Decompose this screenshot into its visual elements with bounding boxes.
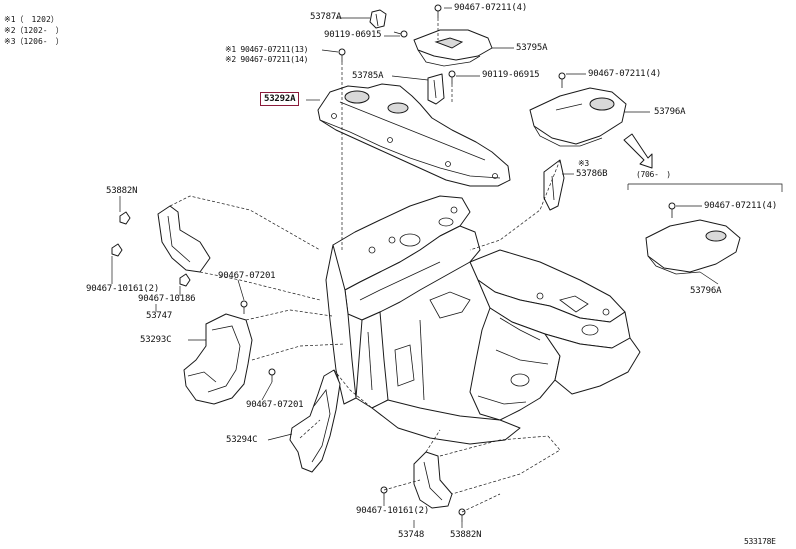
label-53748[interactable]: 53748 xyxy=(398,530,425,540)
label-53294C[interactable]: 53294C xyxy=(226,435,258,445)
label-90467-07211-13[interactable]: ※1 90467-07211(13) xyxy=(225,45,309,54)
bracket-53795A xyxy=(413,29,493,67)
label-53293C[interactable]: 53293C xyxy=(140,335,172,345)
cover-53796A-upper xyxy=(529,72,627,147)
label-53795A[interactable]: 53795A xyxy=(516,43,548,53)
label-90467-07201-upper[interactable]: 90467-07201 xyxy=(218,271,276,281)
label-90467-07211-4-right[interactable]: 90467-07211(4) xyxy=(588,69,662,79)
label-90467-10186[interactable]: 90467-10186 xyxy=(138,294,196,304)
label-53785A[interactable]: 53785A xyxy=(352,71,384,81)
note-3: ※3（1206- ） xyxy=(4,37,64,46)
label-range-706: (706- ) xyxy=(636,170,671,179)
bolts-top xyxy=(338,4,456,84)
label-53882N-left[interactable]: 53882N xyxy=(106,186,138,196)
label-90467-10161-2-bottom[interactable]: 90467-10161(2) xyxy=(356,506,430,516)
assembly-lines xyxy=(169,18,561,513)
label-53786B[interactable]: 53786B xyxy=(576,169,608,179)
label-90467-07211-4-lower[interactable]: 90467-07211(4) xyxy=(704,201,778,211)
note-2: ※2（1202- ） xyxy=(4,26,64,35)
clip-53787A xyxy=(369,9,408,38)
label-53292A-highlighted[interactable]: 53292A xyxy=(260,92,300,106)
bracket-53786B xyxy=(543,159,565,211)
variant-notes: ※1（ 1202） ※2（1202- ） ※3（1206- ） xyxy=(4,14,64,47)
bracket-53294C xyxy=(289,369,341,473)
label-90467-07211-14[interactable]: ※2 90467-07211(14) xyxy=(225,55,309,64)
bracket-53747 xyxy=(111,205,211,287)
label-90119-06915-top[interactable]: 90119-06915 xyxy=(324,30,382,40)
label-90119-06915-mid[interactable]: 90119-06915 xyxy=(482,70,540,80)
upper-cover-53292A xyxy=(317,83,511,187)
bracket-53748 xyxy=(380,451,466,522)
label-53796A-lower[interactable]: 53796A xyxy=(690,286,722,296)
label-note-3-marker: ※3 xyxy=(578,159,589,168)
bracket-53293C xyxy=(183,300,276,405)
leader-lines xyxy=(111,7,783,528)
label-53882N-bottom[interactable]: 53882N xyxy=(450,530,482,540)
bracket-53785A xyxy=(427,73,445,105)
note-1: ※1（ 1202） xyxy=(4,15,59,24)
label-90467-07201-lower[interactable]: 90467-07201 xyxy=(246,400,304,410)
label-53787A[interactable]: 53787A xyxy=(310,12,342,22)
label-90467-10161-2-left[interactable]: 90467-10161(2) xyxy=(86,284,160,294)
diagram-reference-code: 533178E xyxy=(744,537,776,546)
label-53747[interactable]: 53747 xyxy=(146,311,173,321)
front-body-structure xyxy=(325,195,641,445)
label-53796A-upper[interactable]: 53796A xyxy=(654,107,686,117)
cover-53796A-lower xyxy=(645,202,741,275)
label-90467-07211-4-top[interactable]: 90467-07211(4) xyxy=(454,3,528,13)
direction-arrow xyxy=(623,133,653,169)
